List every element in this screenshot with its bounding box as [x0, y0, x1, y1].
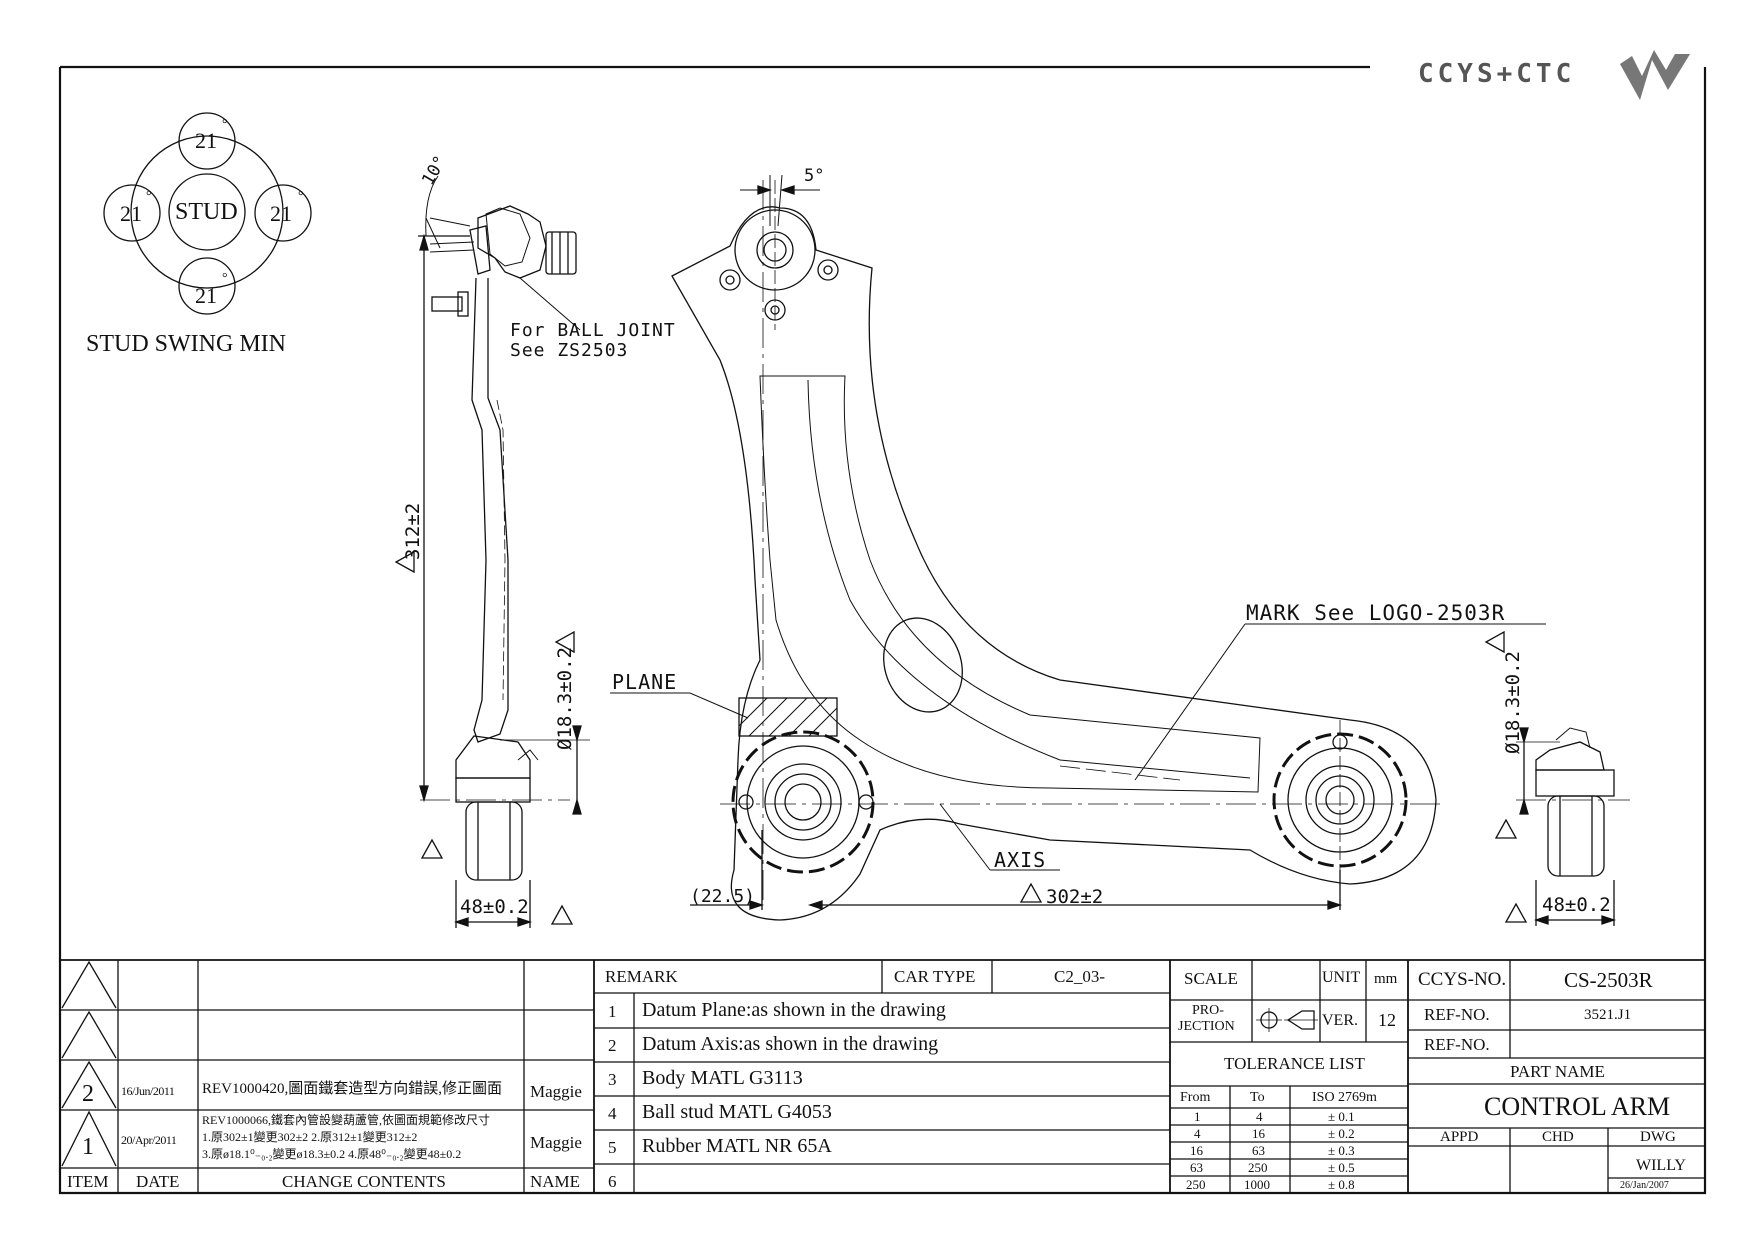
drawing-date: 26/Jan/2007 — [1620, 1180, 1669, 1191]
ball-joint-note-line2: See ZS2503 — [510, 340, 629, 361]
angle-label-5: 5° — [804, 166, 825, 186]
rev-name-2: Maggie — [530, 1082, 582, 1101]
remark-no: 2 — [608, 1036, 617, 1055]
mark-label: MARK See LOGO-2503R — [1246, 601, 1506, 625]
stud-swing-angle-bottom: 21 — [195, 283, 217, 308]
right-side-view — [1484, 630, 1630, 926]
tol-header-to: To — [1250, 1090, 1265, 1105]
stud-swing-angle-right: 21 — [270, 201, 292, 226]
header-name: NAME — [530, 1172, 581, 1191]
dim-bush-dia-left: Ø18.3±0.2 — [554, 647, 576, 750]
ccys-no-label: CCYS-NO. — [1418, 969, 1507, 990]
stud-swing-title: STUD SWING MIN — [86, 331, 286, 357]
appd-label: APPD — [1440, 1129, 1479, 1145]
tolerance-title: TOLERANCE LIST — [1224, 1054, 1365, 1073]
dim-width-left: 48±0.2 — [460, 896, 529, 918]
remark-no: 5 — [608, 1138, 617, 1157]
rev-date-2: 16/Jun/2011 — [121, 1084, 175, 1098]
remark-no: 3 — [608, 1070, 617, 1089]
axis-label: AXIS — [994, 848, 1047, 872]
stud-label: STUD — [175, 199, 238, 225]
ver-value: 12 — [1378, 1010, 1396, 1030]
rev-content-1-line2: 1.原302±1變更302±2 2.原312±1變更312±2 — [202, 1130, 418, 1144]
tol-header-iso: ISO 2769m — [1312, 1090, 1377, 1105]
ref-no2-label: REF-NO. — [1424, 1035, 1490, 1054]
tol-to: 63 — [1252, 1143, 1265, 1158]
company-logo: CCYS+CTC — [1418, 50, 1690, 100]
unit-value: mm — [1374, 971, 1398, 987]
tol-from: 4 — [1194, 1126, 1201, 1141]
part-name-label: PART NAME — [1510, 1062, 1605, 1081]
tol-to: 16 — [1252, 1126, 1265, 1141]
tol-iso: ± 0.8 — [1328, 1177, 1355, 1192]
dim-length-312: 312±2 — [402, 502, 424, 560]
tol-from: 16 — [1190, 1143, 1203, 1158]
ver-label: VER. — [1322, 1012, 1358, 1029]
rev-item-2: 2 — [82, 1081, 94, 1107]
remark-text: Datum Axis:as shown in the drawing — [642, 1033, 939, 1055]
dim-bush-dia-right: Ø18.3±0.2 — [1502, 651, 1524, 754]
remark-no: 4 — [608, 1104, 617, 1123]
rev-item-1: 1 — [82, 1134, 94, 1160]
stud-swing-angle-top: 21 — [195, 128, 217, 153]
car-type-label: CAR TYPE — [894, 967, 976, 986]
projection-label-2: JECTION — [1178, 1019, 1235, 1034]
remark-text: Body MATL G3113 — [642, 1067, 803, 1089]
rev-content-1-line3: 3.原ø18.1⁰₋₀.₂變更ø18.3±0.2 4.原48⁰₋₀.₂變更48±… — [202, 1147, 462, 1161]
stud-swing-diagram — [103, 112, 312, 315]
drawn-by: WILLY — [1636, 1157, 1686, 1174]
remark-text: Datum Plane:as shown in the drawing — [642, 999, 946, 1021]
rev-name-1: Maggie — [530, 1133, 582, 1152]
tol-to: 250 — [1248, 1160, 1268, 1175]
degree-mark: ° — [146, 189, 152, 204]
ref-no-label: REF-NO. — [1424, 1005, 1490, 1024]
tol-to: 1000 — [1244, 1177, 1270, 1192]
tol-from: 63 — [1190, 1160, 1203, 1175]
unit-label: UNIT — [1322, 969, 1361, 986]
tol-iso: ± 0.1 — [1328, 1109, 1355, 1124]
tol-iso: ± 0.3 — [1328, 1143, 1355, 1158]
header-date: DATE — [136, 1172, 180, 1191]
logo-text: CCYS+CTC — [1418, 59, 1575, 89]
plane-label: PLANE — [612, 670, 678, 694]
tol-header-from: From — [1180, 1090, 1211, 1105]
projection-label-1: PRO- — [1192, 1003, 1224, 1018]
tol-iso: ± 0.2 — [1328, 1126, 1355, 1141]
dim-width-right: 48±0.2 — [1542, 894, 1611, 916]
stud-swing-angle-left: 21 — [120, 201, 142, 226]
part-name-value: CONTROL ARM — [1484, 1092, 1671, 1121]
remark-text: Rubber MATL NR 65A — [642, 1135, 832, 1157]
dim-offset: (22.5) — [690, 886, 756, 907]
front-view — [610, 174, 1546, 921]
sheet-border — [58, 65, 1707, 1195]
degree-mark: ° — [222, 117, 228, 132]
chd-label: CHD — [1542, 1129, 1574, 1145]
scale-label: SCALE — [1184, 969, 1238, 988]
tol-to: 4 — [1256, 1109, 1263, 1124]
degree-mark: ° — [222, 271, 228, 286]
header-item: ITEM — [67, 1172, 109, 1191]
dim-center-distance: 302±2 — [1046, 886, 1104, 908]
tol-from: 250 — [1186, 1177, 1206, 1192]
remark-header: REMARK — [605, 967, 678, 986]
remark-no: 6 — [608, 1172, 617, 1191]
ball-joint-note-line1: For BALL JOINT — [510, 320, 676, 341]
rev-content-1-line1: REV1000066,鐵套內管設變葫蘆管,依圖面規範修改尺寸 — [202, 1113, 491, 1127]
rev-date-1: 20/Apr/2011 — [121, 1133, 177, 1147]
ccys-no-value: CS-2503R — [1564, 968, 1653, 992]
tol-iso: ± 0.5 — [1328, 1160, 1355, 1175]
ref-no-value: 3521.J1 — [1584, 1007, 1632, 1023]
tol-from: 1 — [1194, 1109, 1201, 1124]
dwg-label: DWG — [1640, 1129, 1676, 1145]
side-view — [394, 175, 590, 928]
degree-mark: ° — [298, 189, 304, 204]
remark-text: Ball stud MATL G4053 — [642, 1101, 832, 1123]
title-block-grid — [60, 959, 1705, 1193]
rev-content-2: REV1000420,圖面鐵套造型方向錯誤,修正圖面 — [202, 1081, 503, 1097]
header-change-contents: CHANGE CONTENTS — [282, 1172, 446, 1191]
remark-no: 1 — [608, 1002, 617, 1021]
car-type-value: C2_03- — [1054, 967, 1105, 986]
